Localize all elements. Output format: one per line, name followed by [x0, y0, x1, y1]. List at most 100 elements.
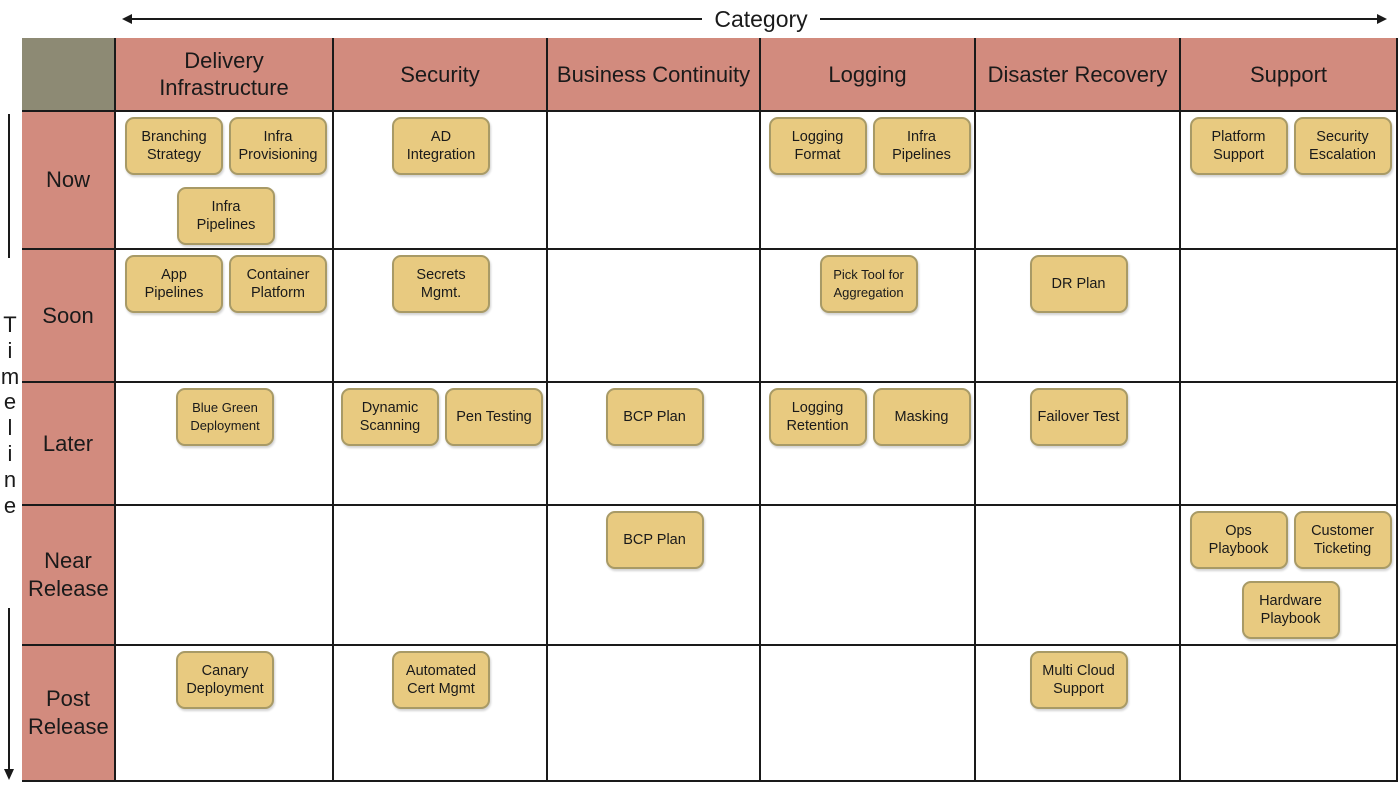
- sticky-card-label: Security Escalation: [1309, 129, 1376, 163]
- sticky-card[interactable]: Pen Testing: [445, 388, 543, 446]
- timeline-letter: T: [3, 312, 17, 337]
- timeline-letter: i: [7, 440, 13, 466]
- sticky-card[interactable]: Infra Pipelines: [177, 187, 275, 245]
- column-header-label: Security: [400, 61, 480, 87]
- cell-soon-bc: [548, 250, 761, 383]
- sticky-card[interactable]: DR Plan: [1029, 255, 1128, 313]
- row-header-now: Now: [22, 112, 116, 250]
- sticky-card-label: Multi Cloud Support: [1042, 663, 1115, 697]
- sticky-card[interactable]: Canary Deployment: [176, 651, 274, 709]
- cell-later-support: [1181, 383, 1398, 506]
- sticky-card-label: Customer Ticketing: [1311, 523, 1374, 557]
- column-header-label: Logging: [828, 61, 907, 87]
- sticky-card[interactable]: Logging Format: [768, 117, 867, 175]
- cell-now-bc: [548, 112, 761, 250]
- cell-post-support: [1181, 646, 1398, 782]
- sticky-card-label: Branching Strategy: [141, 129, 207, 163]
- row-header-label: Later: [42, 430, 94, 456]
- cell-soon-support: [1181, 250, 1398, 383]
- row-header-label: Near Release: [28, 548, 109, 601]
- column-header-support: Support: [1181, 38, 1398, 112]
- sticky-card-label: Automated Cert Mgmt: [405, 663, 477, 697]
- sticky-card[interactable]: Failover Test: [1029, 388, 1128, 446]
- sticky-card-label: Secrets Mgmt.: [416, 267, 466, 301]
- row-header-soon: Soon: [22, 250, 116, 383]
- sticky-card[interactable]: Hardware Playbook: [1241, 581, 1340, 639]
- sticky-card[interactable]: Container Platform: [229, 255, 327, 313]
- column-header-security: Security: [334, 38, 548, 112]
- timeline-letter: m: [0, 363, 20, 389]
- sticky-card[interactable]: App Pipelines: [125, 255, 223, 313]
- column-header-bc: Business Continuity: [548, 38, 761, 112]
- sticky-card[interactable]: AD Integration: [392, 117, 490, 175]
- cell-post-logging: [761, 646, 976, 782]
- arrowhead-down-icon: [4, 769, 14, 780]
- row-header-label: Now: [45, 167, 90, 192]
- sticky-card[interactable]: Security Escalation: [1293, 117, 1392, 175]
- column-header-delivery: Delivery Infrastructure: [116, 38, 334, 112]
- row-header-label: Soon: [42, 302, 94, 328]
- roadmap-grid: Delivery Infrastructure Security Business …: [22, 38, 1398, 782]
- sticky-card[interactable]: Masking: [872, 388, 971, 446]
- cell-post-bc: [548, 646, 761, 782]
- sticky-card-label: Failover Test: [1037, 409, 1120, 425]
- sticky-card[interactable]: Platform Support: [1189, 117, 1288, 175]
- sticky-card[interactable]: Customer Ticketing: [1293, 511, 1392, 569]
- row-header-later: Later: [22, 383, 116, 506]
- timeline-axis-line-bottom: [8, 608, 10, 770]
- column-header-label: Support: [1249, 61, 1328, 87]
- sticky-card-label: Platform Support: [1211, 129, 1266, 163]
- sticky-card[interactable]: Pick Tool for Aggregation: [819, 255, 918, 313]
- column-header-label: Business Continuity: [556, 61, 751, 87]
- timeline-letter: l: [7, 415, 13, 441]
- timeline-axis-line-top: [8, 114, 10, 258]
- row-header-post: Post Release: [22, 646, 116, 782]
- cell-near-delivery: [116, 506, 334, 646]
- sticky-card[interactable]: Infra Pipelines: [872, 117, 971, 175]
- category-axis-line-right: [820, 18, 1381, 20]
- sticky-card[interactable]: Secrets Mgmt.: [392, 255, 490, 313]
- column-header-dr: Disaster Recovery: [976, 38, 1181, 112]
- sticky-card-label: Infra Pipelines: [196, 199, 256, 233]
- sticky-card-label: DR Plan: [1051, 276, 1106, 292]
- timeline-letter: e: [3, 492, 17, 518]
- sticky-card[interactable]: BCP Plan: [605, 388, 704, 446]
- sticky-card[interactable]: Multi Cloud Support: [1029, 651, 1128, 709]
- sticky-card[interactable]: Dynamic Scanning: [341, 388, 439, 446]
- cell-now-dr: [976, 112, 1181, 250]
- sticky-card-label: Pick Tool for Aggregation: [833, 267, 904, 300]
- sticky-card[interactable]: BCP Plan: [605, 511, 704, 569]
- sticky-card-label: Hardware Playbook: [1259, 593, 1322, 627]
- category-axis-label: Category: [714, 6, 808, 32]
- sticky-card[interactable]: Logging Retention: [768, 388, 867, 446]
- timeline-letter: n: [3, 466, 17, 492]
- sticky-card-label: Infra Provisioning: [238, 129, 318, 163]
- sticky-card[interactable]: Infra Provisioning: [229, 117, 327, 175]
- timeline-letter: e: [3, 389, 17, 415]
- corner-cell: [22, 38, 116, 112]
- sticky-card[interactable]: Ops Playbook: [1189, 511, 1288, 569]
- sticky-card[interactable]: Branching Strategy: [125, 117, 223, 175]
- category-axis-line-left: [128, 18, 702, 20]
- sticky-card[interactable]: Blue Green Deployment: [176, 388, 274, 446]
- cell-near-logging: [761, 506, 976, 646]
- sticky-card-label: Ops Playbook: [1208, 523, 1269, 557]
- row-header-near: Near Release: [22, 506, 116, 646]
- sticky-card-label: Masking: [894, 409, 949, 425]
- arrowhead-left-icon: [122, 14, 132, 24]
- arrowhead-right-icon: [1377, 14, 1387, 24]
- timeline-letter: i: [7, 337, 13, 363]
- sticky-card-label: BCP Plan: [623, 532, 686, 548]
- sticky-card-label: Blue Green Deployment: [190, 400, 260, 433]
- cell-near-security: [334, 506, 548, 646]
- sticky-card-label: Canary Deployment: [186, 663, 264, 697]
- column-header-label: Delivery Infrastructure: [159, 48, 289, 100]
- sticky-card-label: Pen Testing: [456, 409, 532, 425]
- sticky-card-label: Dynamic Scanning: [359, 400, 421, 434]
- sticky-card[interactable]: Automated Cert Mgmt: [392, 651, 490, 709]
- row-header-label: Post Release: [28, 686, 109, 739]
- sticky-card-label: Infra Pipelines: [892, 129, 951, 163]
